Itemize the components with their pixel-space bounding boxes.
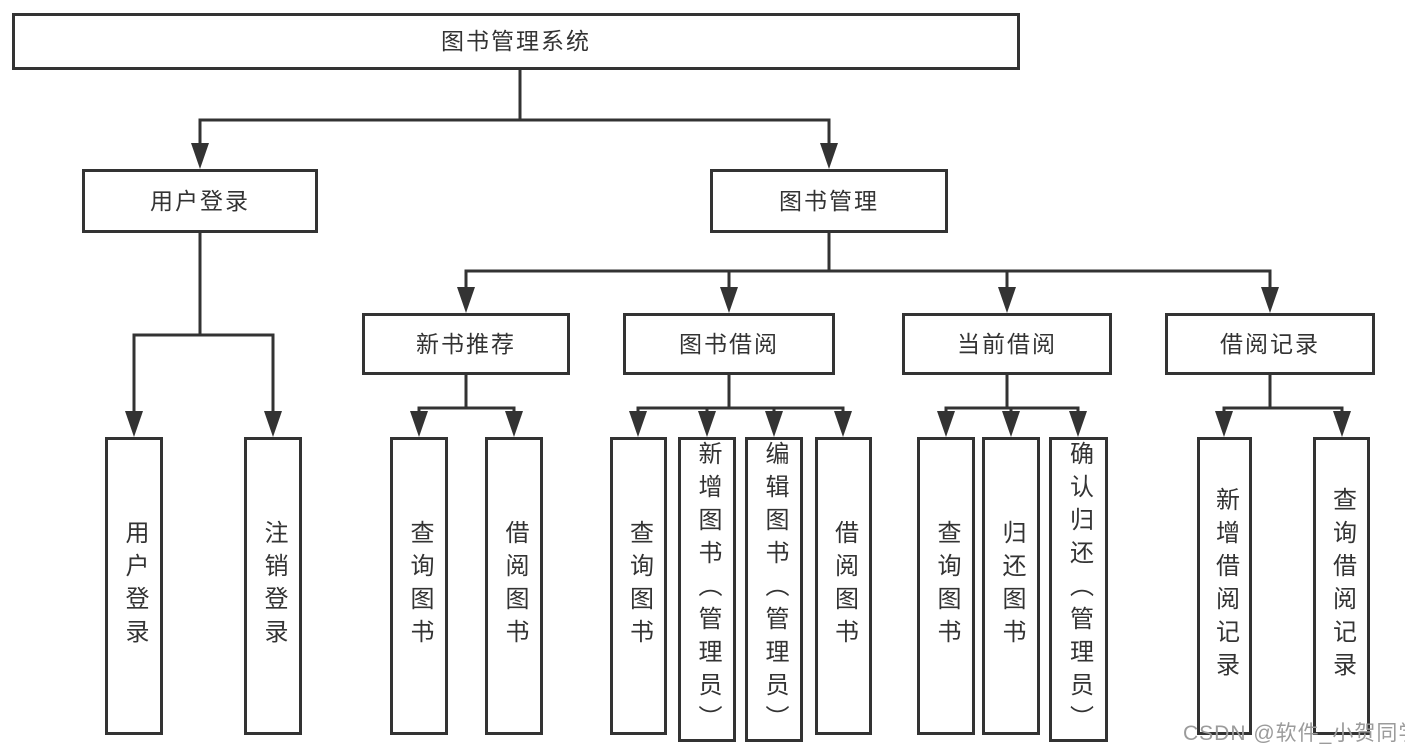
leaf-rec-query-books: 查询图书 [390,437,448,735]
node-book-management-system: 图书管理系统 [12,13,1020,70]
leaf-cb-confirm-return-admin: 确认归还（管理员） [1049,437,1108,742]
leaf-bb-edit-books-admin: 编辑图书（管理员） [745,437,803,742]
leaf-logout: 注销登录 [244,437,302,735]
node-book-borrowing: 图书借阅 [623,313,835,375]
leaf-bb-borrow-books: 借阅图书 [815,437,872,735]
leaf-bb-add-books-admin: 新增图书（管理员） [678,437,736,742]
node-borrowing-records: 借阅记录 [1165,313,1375,375]
leaf-cb-return-books: 归还图书 [982,437,1040,735]
watermark: CSDN @软件_小贺同学 [1183,722,1405,745]
leaf-cb-query-books: 查询图书 [917,437,975,735]
leaf-user-login: 用户登录 [105,437,163,735]
node-book-management: 图书管理 [710,169,948,233]
node-user-login: 用户登录 [82,169,318,233]
node-new-book-recommend: 新书推荐 [362,313,570,375]
leaf-br-query-record: 查询借阅记录 [1313,437,1370,735]
leaf-br-add-record: 新增借阅记录 [1197,437,1252,735]
leaf-rec-borrow-books: 借阅图书 [485,437,543,735]
leaf-bb-query-books: 查询图书 [610,437,667,735]
node-current-borrowing: 当前借阅 [902,313,1112,375]
